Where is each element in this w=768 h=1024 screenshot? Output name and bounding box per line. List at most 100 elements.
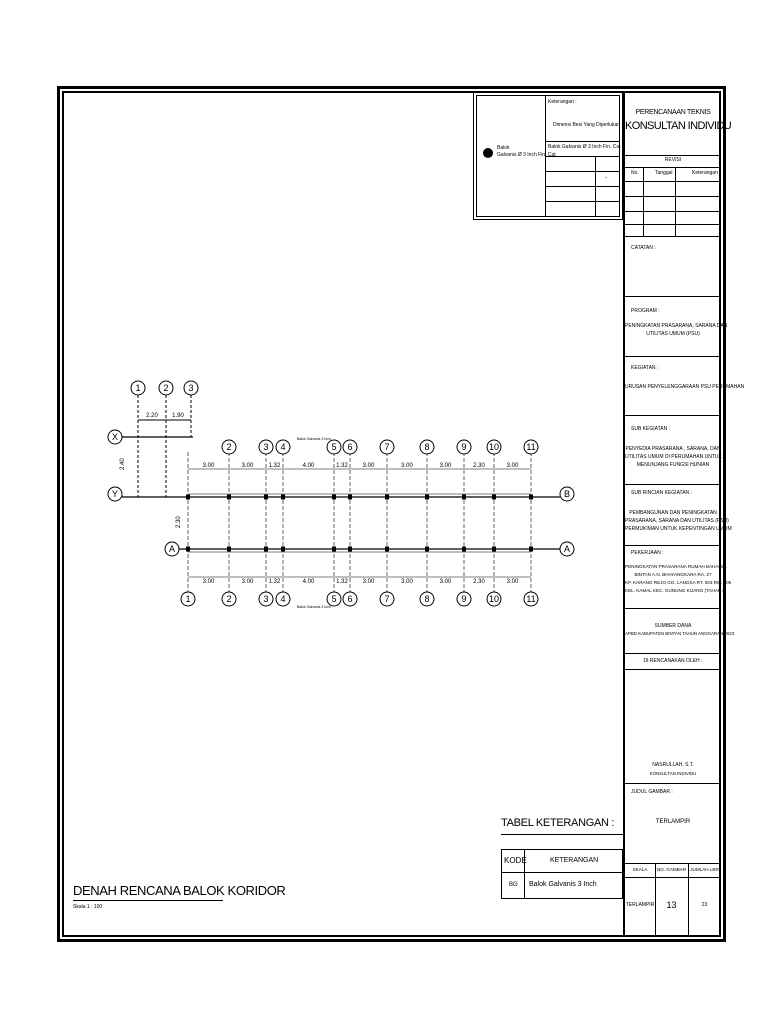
row-axis-x-label: X — [112, 432, 118, 442]
row-axis-x-circle — [107, 429, 123, 445]
axis-bottom-2-circle — [221, 591, 237, 607]
axis-top-9-label: 9 — [461, 442, 466, 452]
sub-kegiatan-text-3: MENUNJANG FUNGSI HUNIAN — [636, 462, 710, 468]
pekerjaan-text-4: KEL. KAMAL KEC. GUNUNG KIJANG (TAHAP 2) — [625, 588, 727, 593]
span-dim-top-3: 1.32 — [269, 463, 281, 469]
top-axis-2-circle — [158, 380, 174, 396]
column-mark-bottom-2 — [227, 546, 231, 552]
span-dim-bottom-7: 3.00 — [401, 579, 413, 585]
jumlah-lbr-value: 23 — [701, 902, 708, 908]
span-dim-bottom-2: 3.00 — [242, 579, 254, 585]
column-mark-bottom-5 — [332, 546, 336, 552]
column-mark-bottom-10 — [492, 546, 496, 552]
catatan-label: CATATAN : — [631, 245, 656, 251]
title-block: PERENCANAAN TEKNIS KONSULTAN INDIVIDU RE… — [623, 93, 744, 935]
sub-rincian-text-1: PEMBANGUNAN DAN PENINGKATAN — [629, 510, 717, 516]
table-header-keterangan: KETERANGAN — [550, 857, 599, 864]
column-mark-bottom-9 — [462, 546, 466, 552]
span-dim-bottom-5: 1.32 — [336, 579, 348, 585]
axis-top-3-circle — [258, 439, 274, 455]
side-dim-1: 2.40 — [120, 458, 126, 470]
table-title: TABEL KETERANGAN : — [501, 817, 615, 829]
sumber-dana-text: APBD KABUPATEN BINTAN TAHUN ANGGARAN 202… — [625, 631, 735, 636]
row-axis-a-left-label: A — [169, 544, 175, 554]
axis-bottom-9-label: 9 — [461, 594, 466, 604]
axis-bottom-5-label: 5 — [331, 594, 336, 604]
pekerjaan-label: PEKERJAAN : — [631, 550, 664, 556]
axis-bottom-8-label: 8 — [424, 594, 429, 604]
column-mark-top-2 — [227, 494, 231, 500]
skala-value: TERLAMPIR — [625, 902, 655, 908]
axis-bottom-2-label: 2 — [226, 594, 231, 604]
axis-bottom-4-circle — [275, 591, 291, 607]
axis-top-2-circle — [221, 439, 237, 455]
axis-top-10-label: 10 — [489, 442, 499, 452]
span-dim-bottom-8: 3.00 — [440, 579, 452, 585]
axis-bottom-9-circle — [456, 591, 472, 607]
span-dim-top-7: 3.00 — [401, 463, 413, 469]
axis-top-8-label: 8 — [424, 442, 429, 452]
rev-col-note: Keterangan — [692, 170, 718, 176]
span-dim-bottom-10: 3.00 — [507, 579, 519, 585]
axis-top-2-label: 2 — [226, 442, 231, 452]
axis-top-7-label: 7 — [384, 442, 389, 452]
sumber-dana-label: SUMBER DANA — [654, 623, 692, 629]
axis-top-11-circle — [523, 439, 539, 455]
column-mark-bottom-11 — [529, 546, 533, 552]
signer-role: KONSULTAN INDIVIDU — [649, 771, 697, 776]
axis-bottom-5-circle — [326, 591, 342, 607]
axis-top-5-circle — [326, 439, 342, 455]
span-dim-bottom-6: 3.00 — [363, 579, 375, 585]
row-axis-b-right-label: B — [564, 489, 570, 499]
judul-value: TERLAMPIR — [655, 819, 691, 825]
span-dim-top-4: 4.00 — [303, 463, 315, 469]
axis-top-4-label: 4 — [280, 442, 285, 452]
axis-top-9-circle — [456, 439, 472, 455]
axis-top-6-circle — [342, 439, 358, 455]
axis-bottom-4-label: 4 — [280, 594, 285, 604]
span-dim-top-6: 3.00 — [363, 463, 375, 469]
axis-bottom-8-circle — [419, 591, 435, 607]
pekerjaan-text-2: BINTAN A.N. BHAYANGKARA RA. 27 — [634, 572, 712, 577]
axis-bottom-3-circle — [258, 591, 274, 607]
axis-bottom-11-circle — [523, 591, 539, 607]
sub-kegiatan-text-2: UTILITAS UMUM DI PERUMAHAN UNTUK — [625, 454, 722, 460]
column-mark-bottom-8 — [425, 546, 429, 552]
program-text-1: PENINGKATAN PRASARANA, SARANA DAN — [625, 323, 728, 329]
beam-note-bottom: Balok Galvanis 3 Inch — [297, 605, 331, 609]
top-dim-2: 1.90 — [172, 413, 184, 419]
span-dim-top-5: 1.32 — [336, 463, 348, 469]
span-dim-bottom-9: 2.30 — [473, 579, 485, 585]
axis-top-5-label: 5 — [331, 442, 336, 452]
row-axis-y-circle — [107, 486, 123, 502]
column-mark-bottom-7 — [385, 546, 389, 552]
table-header-kode: KODE — [504, 856, 527, 865]
column-mark-top-10 — [492, 494, 496, 500]
no-gambar-value: 13 — [666, 900, 677, 910]
column-mark-top-4 — [281, 494, 285, 500]
direncanakan-label: DI RENCANAKAN OLEH : — [643, 658, 703, 664]
axis-top-4-circle — [275, 439, 291, 455]
beam-note-top: Balok Galvanis 3 Inch — [297, 437, 331, 441]
axis-bottom-1-circle — [180, 591, 196, 607]
row-axis-y-label: Y — [112, 489, 118, 499]
skala-header: SKALA — [632, 867, 648, 872]
signer-name: NASRULLAH, S.T. — [652, 762, 694, 768]
sub-rincian-label: SUB RINCIAN KEGIATAN : — [631, 490, 692, 496]
row-axis-b-right-circle — [559, 486, 575, 502]
column-mark-top-8 — [425, 494, 429, 500]
axis-top-3-label: 3 — [263, 442, 268, 452]
rev-col-no: No. — [631, 170, 639, 176]
beam-symbol-icon — [483, 148, 493, 158]
axis-bottom-7-label: 7 — [384, 594, 389, 604]
revisi-label: REVISI — [664, 157, 682, 163]
span-dim-top-2: 3.00 — [242, 463, 254, 469]
legend-box — [473, 92, 623, 220]
column-mark-top-11 — [529, 494, 533, 500]
axis-bottom-11-label: 11 — [526, 594, 535, 604]
axis-bottom-10-circle — [486, 591, 502, 607]
column-mark-bottom-4 — [281, 546, 285, 552]
top-axis-1-circle — [130, 380, 146, 396]
column-mark-bottom-3 — [264, 546, 268, 552]
keterangan-table: KODE KETERANGAN BG Balok Galvanis 3 Inch — [501, 849, 623, 899]
